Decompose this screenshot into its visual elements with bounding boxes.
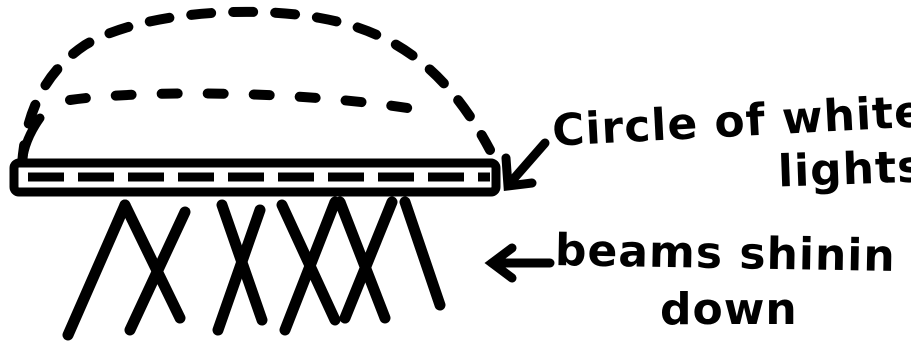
beams [68, 202, 440, 335]
label-beams-line1: beams shinin [555, 229, 896, 279]
arrow-to-lights-shaft [510, 143, 545, 183]
beam [68, 205, 125, 335]
dome-outer-arc [22, 12, 490, 165]
label-circle-line2: lights [777, 145, 911, 194]
dome-inner-arc [70, 93, 420, 110]
arrow-to-lights [506, 143, 545, 186]
light-bar [14, 163, 496, 192]
label-beams-line2: down [660, 288, 798, 332]
beam [125, 205, 180, 318]
dome [22, 12, 490, 168]
beam [405, 202, 440, 305]
arrow-to-beams [492, 248, 550, 278]
